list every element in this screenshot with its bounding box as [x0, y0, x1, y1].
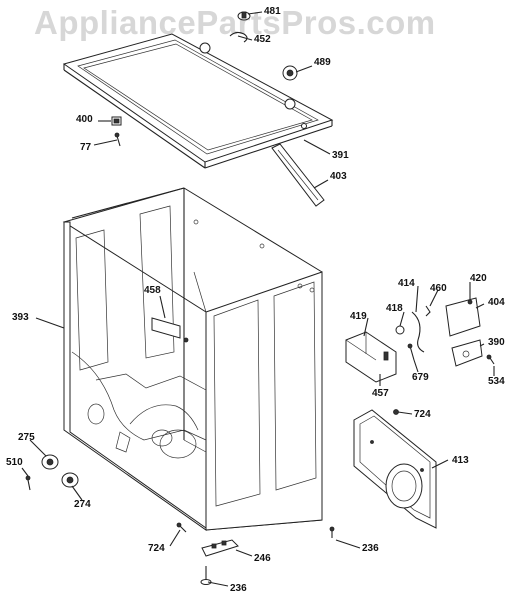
callout-724-bottom: 724 [148, 543, 165, 554]
leveling-leg-236-right [329, 526, 335, 538]
callout-400: 400 [76, 114, 93, 125]
spring-414 [411, 311, 425, 353]
leveling-leg-236-bottom [200, 566, 212, 585]
callout-274: 274 [74, 499, 91, 510]
callout-390: 390 [488, 337, 505, 348]
clip-481 [237, 11, 251, 21]
cabinet-393 [62, 187, 323, 531]
callout-403: 403 [330, 171, 347, 182]
callout-275: 275 [18, 432, 35, 443]
callout-510: 510 [6, 457, 23, 468]
callout-404: 404 [488, 297, 505, 308]
callout-460: 460 [430, 283, 447, 294]
bracket-246 [201, 539, 239, 557]
screw-724-bottom [176, 522, 187, 533]
bulkhead-413 [353, 409, 437, 529]
leveling-leg-274 [61, 472, 79, 488]
trim-strip-403 [271, 143, 325, 207]
watermark: AppliancePartsPros.com [34, 4, 436, 41]
callout-236-bottom: 236 [230, 583, 247, 594]
callout-246: 246 [254, 553, 271, 564]
screw-77 [114, 132, 121, 147]
callout-236-right: 236 [362, 543, 379, 554]
screw-724-right [393, 409, 399, 415]
switch-418 [395, 325, 405, 335]
cover-390 [451, 339, 483, 367]
top-panel-391 [62, 33, 334, 169]
callout-724-right: 724 [414, 409, 431, 420]
screw-679 [407, 343, 415, 361]
callout-419: 419 [350, 311, 367, 322]
callout-481: 481 [264, 6, 281, 17]
grommet-489 [282, 65, 298, 81]
callout-393: 393 [12, 312, 29, 323]
bracket-400 [111, 116, 122, 126]
callout-420: 420 [470, 273, 487, 284]
callout-452: 452 [254, 34, 271, 45]
callout-534: 534 [488, 376, 505, 387]
callout-414: 414 [398, 278, 415, 289]
leader-lines [21, 11, 495, 587]
callout-77: 77 [80, 142, 92, 153]
callout-679: 679 [412, 372, 429, 383]
callout-457: 457 [372, 388, 389, 399]
hinge-458 [151, 317, 189, 343]
callout-489: 489 [314, 57, 331, 68]
plate-404 [445, 297, 481, 337]
callout-458: 458 [144, 285, 161, 296]
clip-452 [229, 31, 248, 43]
callout-418: 418 [386, 303, 403, 314]
screw-534 [486, 354, 495, 365]
screw-510 [25, 475, 31, 491]
bracket-419 [345, 331, 397, 383]
clip-460 [425, 305, 431, 317]
callout-413: 413 [452, 455, 469, 466]
wheel-275 [41, 454, 59, 470]
callout-391: 391 [332, 150, 349, 161]
